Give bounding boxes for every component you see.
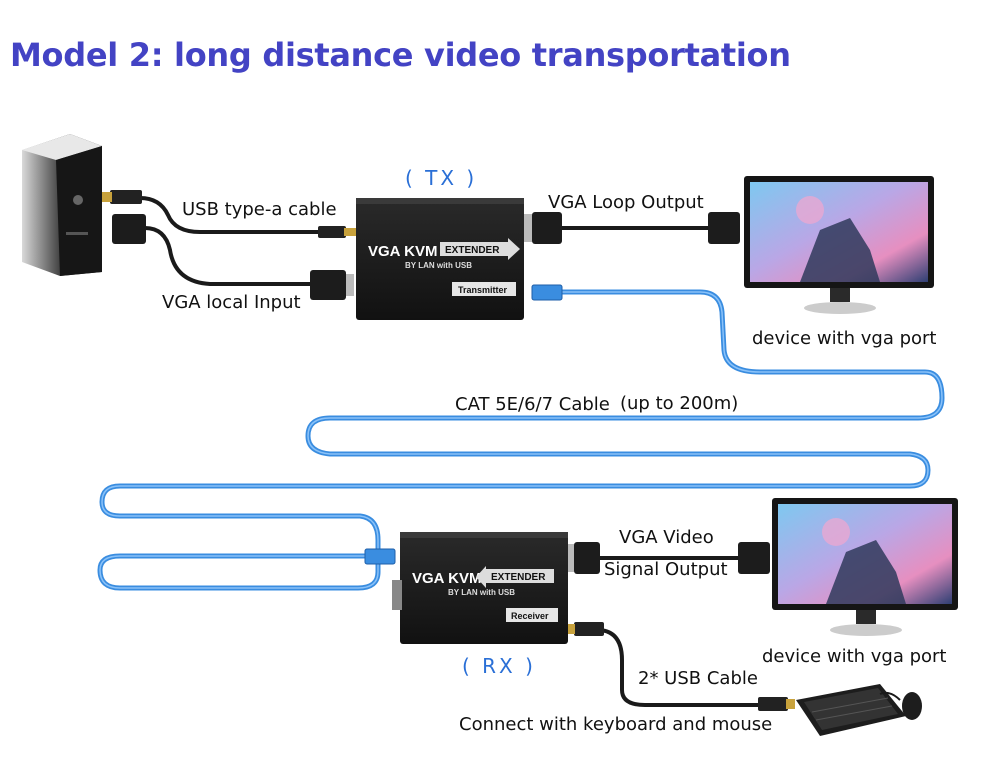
vga-in-connector-monitor: [738, 542, 770, 574]
device-vga-top-label: device with vga port: [752, 328, 937, 349]
tx-brand: VGA KVM: [368, 243, 437, 260]
usb-plug-rx: [574, 622, 604, 636]
tx-tag: ( TX ): [405, 166, 478, 190]
rx-sub: BY LAN with USB: [448, 588, 515, 597]
usb-cable-2-label: 2* USB Cable: [638, 668, 758, 689]
pc-vga-connector: [112, 214, 146, 244]
usb-cable-keyboard: [599, 628, 760, 707]
rj45-plug-rx: [364, 548, 396, 565]
monitor-top: [744, 176, 934, 314]
rx-role: Receiver: [511, 611, 549, 621]
pc-tower: [22, 134, 102, 276]
rx-badge: EXTENDER: [491, 572, 546, 583]
usb-cable-tx: [139, 196, 325, 234]
vga-loop-connector-tx: [532, 212, 562, 244]
keyboard-mouse-label: Connect with keyboard and mouse: [459, 714, 773, 735]
tx-badge: EXTENDER: [445, 245, 500, 256]
distance-label: (up to 200m): [620, 393, 739, 414]
vga-loop-output-label: VGA Loop Output: [548, 192, 704, 213]
pc-usb-connector: [110, 190, 142, 204]
usb-plug-keyboard: [758, 697, 788, 711]
signal-output-label: Signal Output: [604, 559, 728, 580]
usb-cable-label: USB type-a cable: [182, 199, 337, 220]
rx-brand: VGA KVM: [412, 570, 481, 587]
usb-plug-tx: [318, 226, 346, 238]
rx-tag: ( RX ): [462, 654, 536, 678]
keyboard: [796, 684, 906, 736]
rj45-plug-tx: [531, 284, 563, 301]
vga-cable-local: [144, 226, 310, 286]
tx-device: VGA KVM EXTENDER BY LAN with USB Transmi…: [356, 198, 524, 320]
vga-connector-local: [310, 270, 346, 300]
tx-role: Transmitter: [458, 285, 508, 295]
cat-cable-label: CAT 5E/6/7 Cable: [455, 394, 610, 415]
rx-device: VGA KVM EXTENDER BY LAN with USB Receive…: [392, 532, 568, 644]
vga-local-input-label: VGA local Input: [162, 292, 301, 313]
vga-out-connector-rx: [574, 542, 600, 574]
tx-sub: BY LAN with USB: [405, 261, 472, 270]
vga-video-label: VGA Video: [619, 527, 714, 548]
device-vga-bottom-label: device with vga port: [762, 646, 947, 667]
mouse: [879, 691, 922, 720]
monitor-bottom: [772, 498, 958, 636]
vga-loop-connector-monitor: [708, 212, 740, 244]
page-title: Model 2: long distance video transportat…: [10, 36, 791, 74]
